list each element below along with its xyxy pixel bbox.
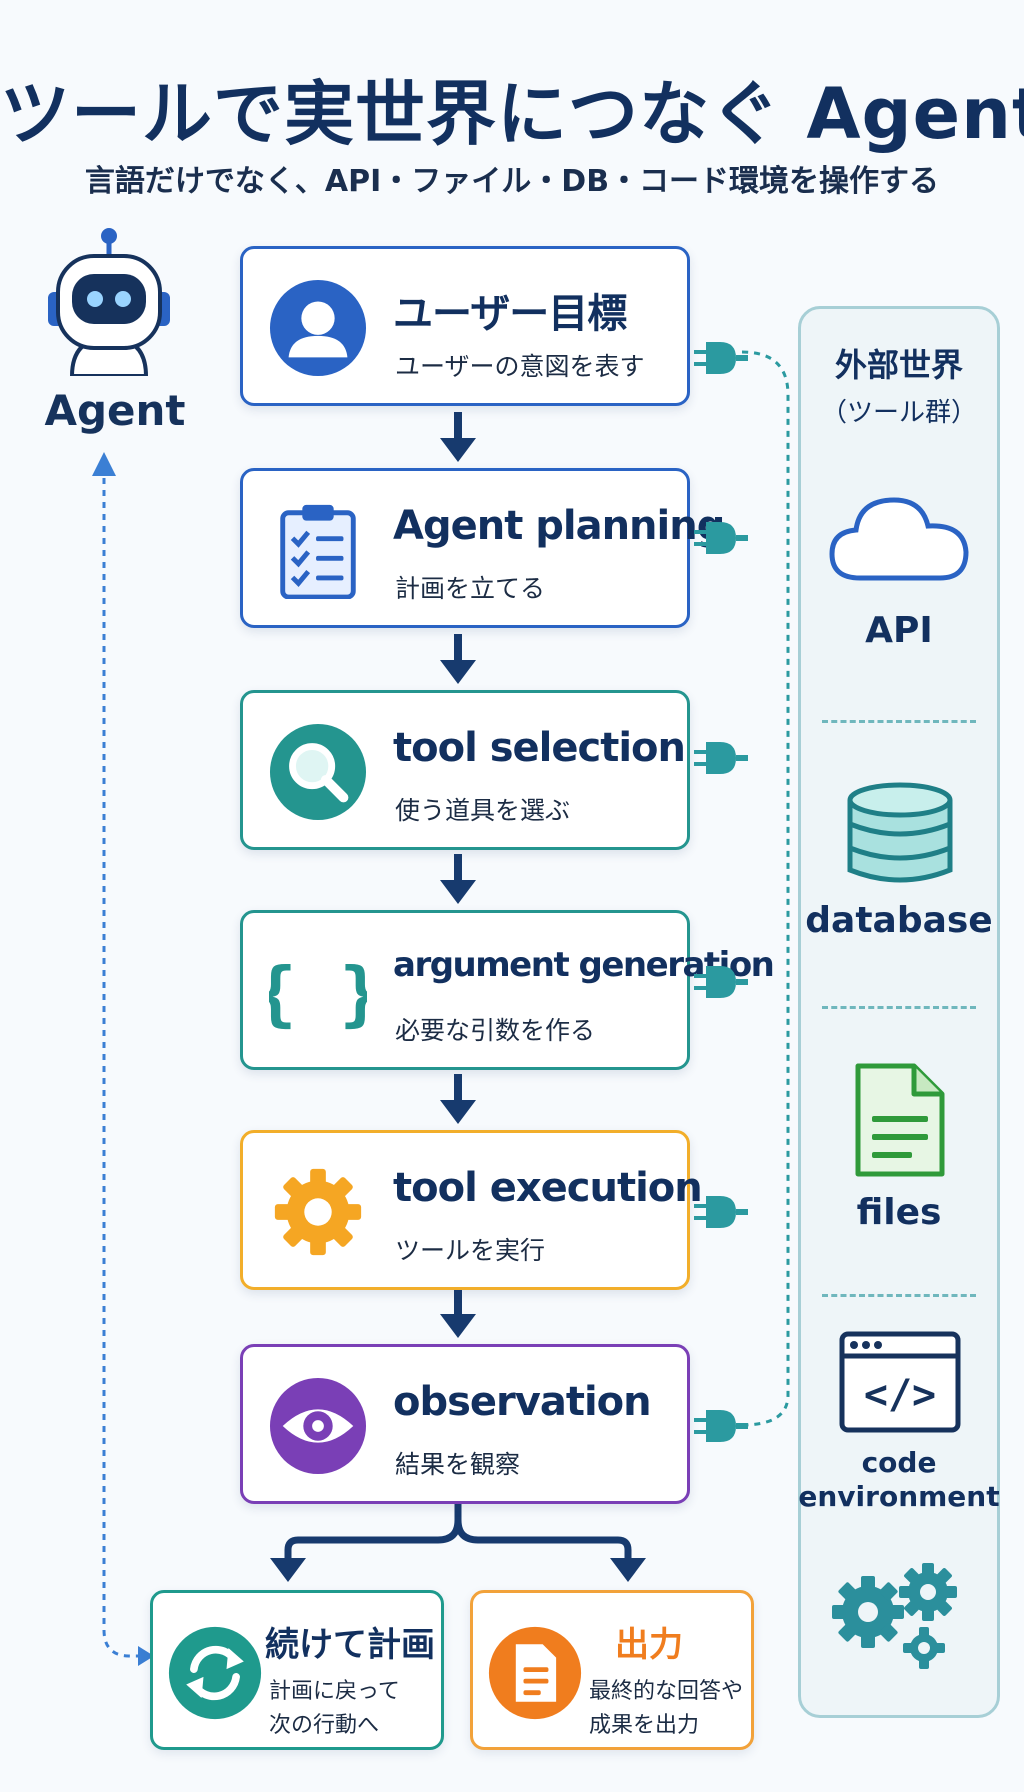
code-window-icon: </> bbox=[839, 1331, 961, 1433]
plug-icon bbox=[694, 342, 748, 374]
output-line-1: 計画に戻って bbox=[269, 1679, 400, 1704]
feedback-loop-line bbox=[102, 478, 140, 1658]
gears-icon bbox=[832, 1563, 957, 1669]
output-final: 出力 最終的な回答や 成果を出力 bbox=[470, 1590, 754, 1750]
flow-arrow-2 bbox=[440, 634, 476, 684]
clipboard-icon bbox=[280, 504, 356, 599]
flow-arrow-4 bbox=[440, 1074, 476, 1124]
panel-divider bbox=[822, 1294, 976, 1297]
eye-icon bbox=[269, 1377, 367, 1475]
external-link-line bbox=[741, 350, 790, 1427]
plug-icon bbox=[694, 522, 748, 554]
page-subtitle: 言語だけでなく、API・ファイル・DB・コード環境を操作する bbox=[84, 164, 940, 199]
agent-label: Agent bbox=[44, 386, 186, 435]
database-icon bbox=[847, 782, 953, 883]
gear-icon bbox=[274, 1168, 362, 1256]
output-line-1: 最終的な回答や bbox=[589, 1679, 744, 1704]
step-tool-execution: tool execution ツールを実行 bbox=[240, 1130, 703, 1290]
step-subtitle: 計画を立てる bbox=[395, 574, 546, 603]
step-title: Agent planning bbox=[393, 503, 725, 549]
step-title: tool execution bbox=[393, 1165, 703, 1211]
step-title: argument generation bbox=[393, 945, 775, 985]
feedback-loop-arrowhead-up bbox=[92, 452, 116, 476]
output-line-2: 次の行動へ bbox=[269, 1713, 380, 1738]
step-subtitle: 必要な引数を作る bbox=[395, 1016, 596, 1045]
external-item-files: files bbox=[856, 1192, 942, 1233]
svg-text:{ }: { } bbox=[269, 952, 367, 1034]
feedback-loop-arrowhead-right bbox=[138, 1646, 154, 1666]
plug-connectors bbox=[694, 342, 748, 1442]
branch-arrowhead-right bbox=[610, 1558, 646, 1582]
flow-arrows bbox=[440, 412, 476, 1338]
step-subtitle: 使う道具を選ぶ bbox=[395, 796, 571, 825]
user-icon bbox=[269, 279, 367, 377]
flow-arrow-5 bbox=[440, 1288, 476, 1338]
output-line-2: 成果を出力 bbox=[589, 1713, 700, 1738]
plug-icon bbox=[694, 742, 748, 774]
step-subtitle: 結果を観察 bbox=[395, 1450, 521, 1479]
cloud-icon bbox=[829, 497, 969, 581]
external-world-subtitle: （ツール群） bbox=[820, 398, 977, 428]
plug-icon bbox=[694, 1410, 748, 1442]
step-tool-selection: tool selection 使う道具を選ぶ bbox=[240, 690, 690, 850]
panel-divider bbox=[822, 1006, 976, 1009]
file-icon bbox=[855, 1063, 945, 1177]
code-env-line-1: code bbox=[861, 1446, 937, 1479]
branch-arrowhead-left bbox=[270, 1558, 306, 1582]
page-title: ツールで実世界につなぐ Agent bbox=[0, 73, 1024, 155]
external-item-code-environment: code environment bbox=[798, 1446, 1000, 1514]
output-title: 続けて計画 bbox=[265, 1625, 435, 1665]
flow-arrow-1 bbox=[440, 412, 476, 462]
plug-icon bbox=[694, 1196, 748, 1228]
step-title: observation bbox=[393, 1379, 652, 1425]
svg-text:</>: </> bbox=[864, 1372, 936, 1418]
output-title: 出力 bbox=[615, 1625, 683, 1665]
refresh-icon bbox=[168, 1626, 262, 1720]
panel-divider bbox=[822, 720, 976, 723]
external-world-title: 外部世界 bbox=[834, 346, 963, 384]
branch-arrows bbox=[284, 1500, 632, 1560]
step-subtitle: ツールを実行 bbox=[395, 1236, 546, 1265]
curly-braces-icon: { } bbox=[269, 952, 367, 1034]
code-env-line-2: environment bbox=[798, 1480, 1000, 1513]
step-title: ユーザー目標 bbox=[393, 291, 627, 337]
step-subtitle: ユーザーの意図を表す bbox=[395, 352, 645, 381]
robot-icon bbox=[48, 228, 170, 376]
step-title: tool selection bbox=[393, 725, 686, 771]
search-icon bbox=[269, 723, 367, 821]
step-user-goal: ユーザー目標 ユーザーの意図を表す bbox=[240, 246, 690, 406]
output-continue-planning: 続けて計画 計画に戻って 次の行動へ bbox=[150, 1590, 444, 1750]
plug-icon bbox=[694, 966, 748, 998]
step-observation: observation 結果を観察 bbox=[240, 1344, 690, 1504]
document-icon bbox=[488, 1626, 582, 1720]
external-item-api: API bbox=[865, 610, 933, 651]
flow-arrow-3 bbox=[440, 854, 476, 904]
step-argument-generation: { } argument generation 必要な引数を作る bbox=[240, 910, 775, 1070]
step-agent-planning: Agent planning 計画を立てる bbox=[240, 468, 725, 628]
external-item-database: database bbox=[805, 900, 993, 941]
